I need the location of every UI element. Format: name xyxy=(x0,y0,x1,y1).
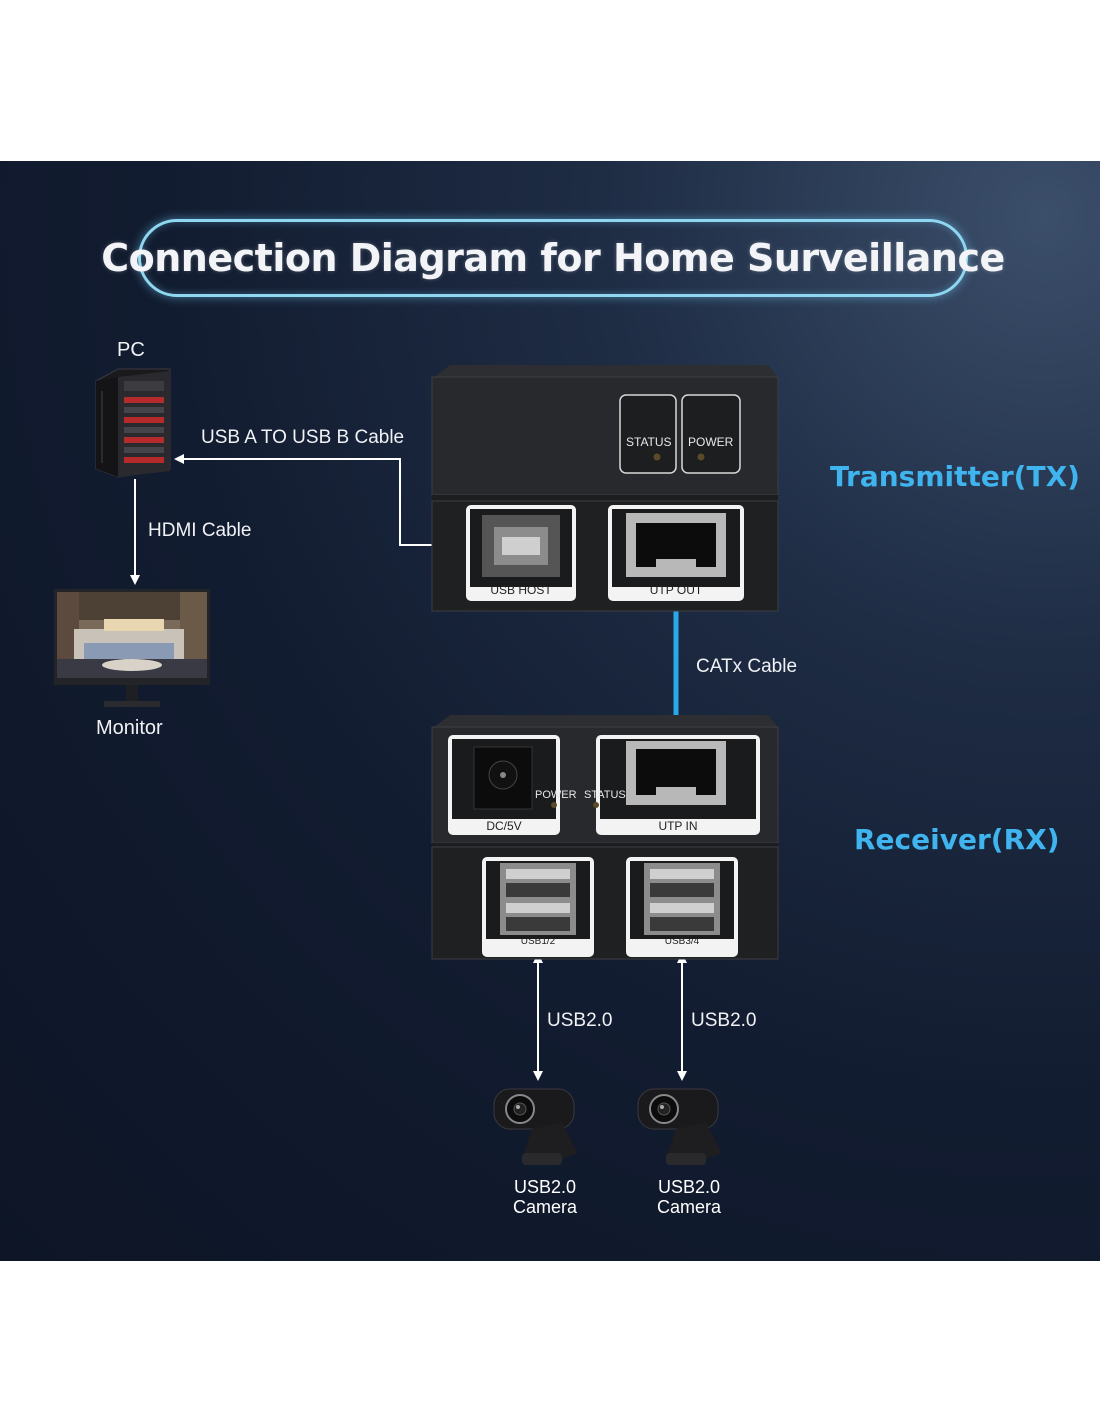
rx-usb12-label: USB1/2 xyxy=(520,936,556,947)
monitor-icon xyxy=(54,589,210,707)
diagram-title: Connection Diagram for Home Surveillance xyxy=(101,236,1005,280)
usb-ab-cable-label: USB A TO USB B Cable xyxy=(201,427,405,448)
camera-1-label-line2: Camera xyxy=(512,1197,578,1217)
rx-power-led-label: POWER xyxy=(535,789,577,801)
camera-1-label-line1: USB2.0 xyxy=(513,1177,577,1197)
usb-ab-cable-line xyxy=(174,454,462,546)
camera-2-label-line1: USB2.0 xyxy=(657,1177,721,1197)
tx-utp-out-label: UTP OUT xyxy=(649,583,703,597)
title-pill: Connection Diagram for Home Surveillance xyxy=(101,219,1005,297)
usb-camera2-cable-label: USB2.0 xyxy=(691,1010,757,1031)
rx-status-led-label: STATUS xyxy=(584,789,626,801)
tx-usb-host-label: USB HOST xyxy=(490,583,552,597)
usb-camera-1-icon xyxy=(493,1088,578,1165)
receiver-label: Receiver(RX) xyxy=(854,823,1060,856)
rx-usb34-label: USB3/4 xyxy=(664,936,700,947)
connection-lines xyxy=(130,454,687,1081)
hdmi-cable-label: HDMI Cable xyxy=(148,520,252,541)
camera-2-label-line2: Camera xyxy=(656,1197,722,1217)
pc-label: PC xyxy=(117,339,145,361)
receiver-device xyxy=(431,715,779,960)
catx-cable-label: CATx Cable xyxy=(696,656,798,677)
camera-1-label: USB2.0 Camera xyxy=(495,1177,595,1217)
transmitter-label: Transmitter(TX) xyxy=(830,460,1080,493)
tx-power-led-label: POWER xyxy=(688,435,734,449)
usb-camera1-cable-label: USB2.0 xyxy=(547,1010,613,1031)
transmitter-device xyxy=(431,365,779,612)
rx-utp-in-label: UTP IN xyxy=(658,819,698,833)
pc-tower-icon xyxy=(95,368,171,478)
tx-status-led-label: STATUS xyxy=(626,435,672,449)
camera-2-label: USB2.0 Camera xyxy=(639,1177,739,1217)
diagram-panel: Connection Diagram for Home Surveillance… xyxy=(0,161,1100,1261)
rx-dc5v-label: DC/5V xyxy=(486,819,522,833)
usb-camera-2-icon xyxy=(637,1088,722,1165)
monitor-label: Monitor xyxy=(96,717,163,739)
